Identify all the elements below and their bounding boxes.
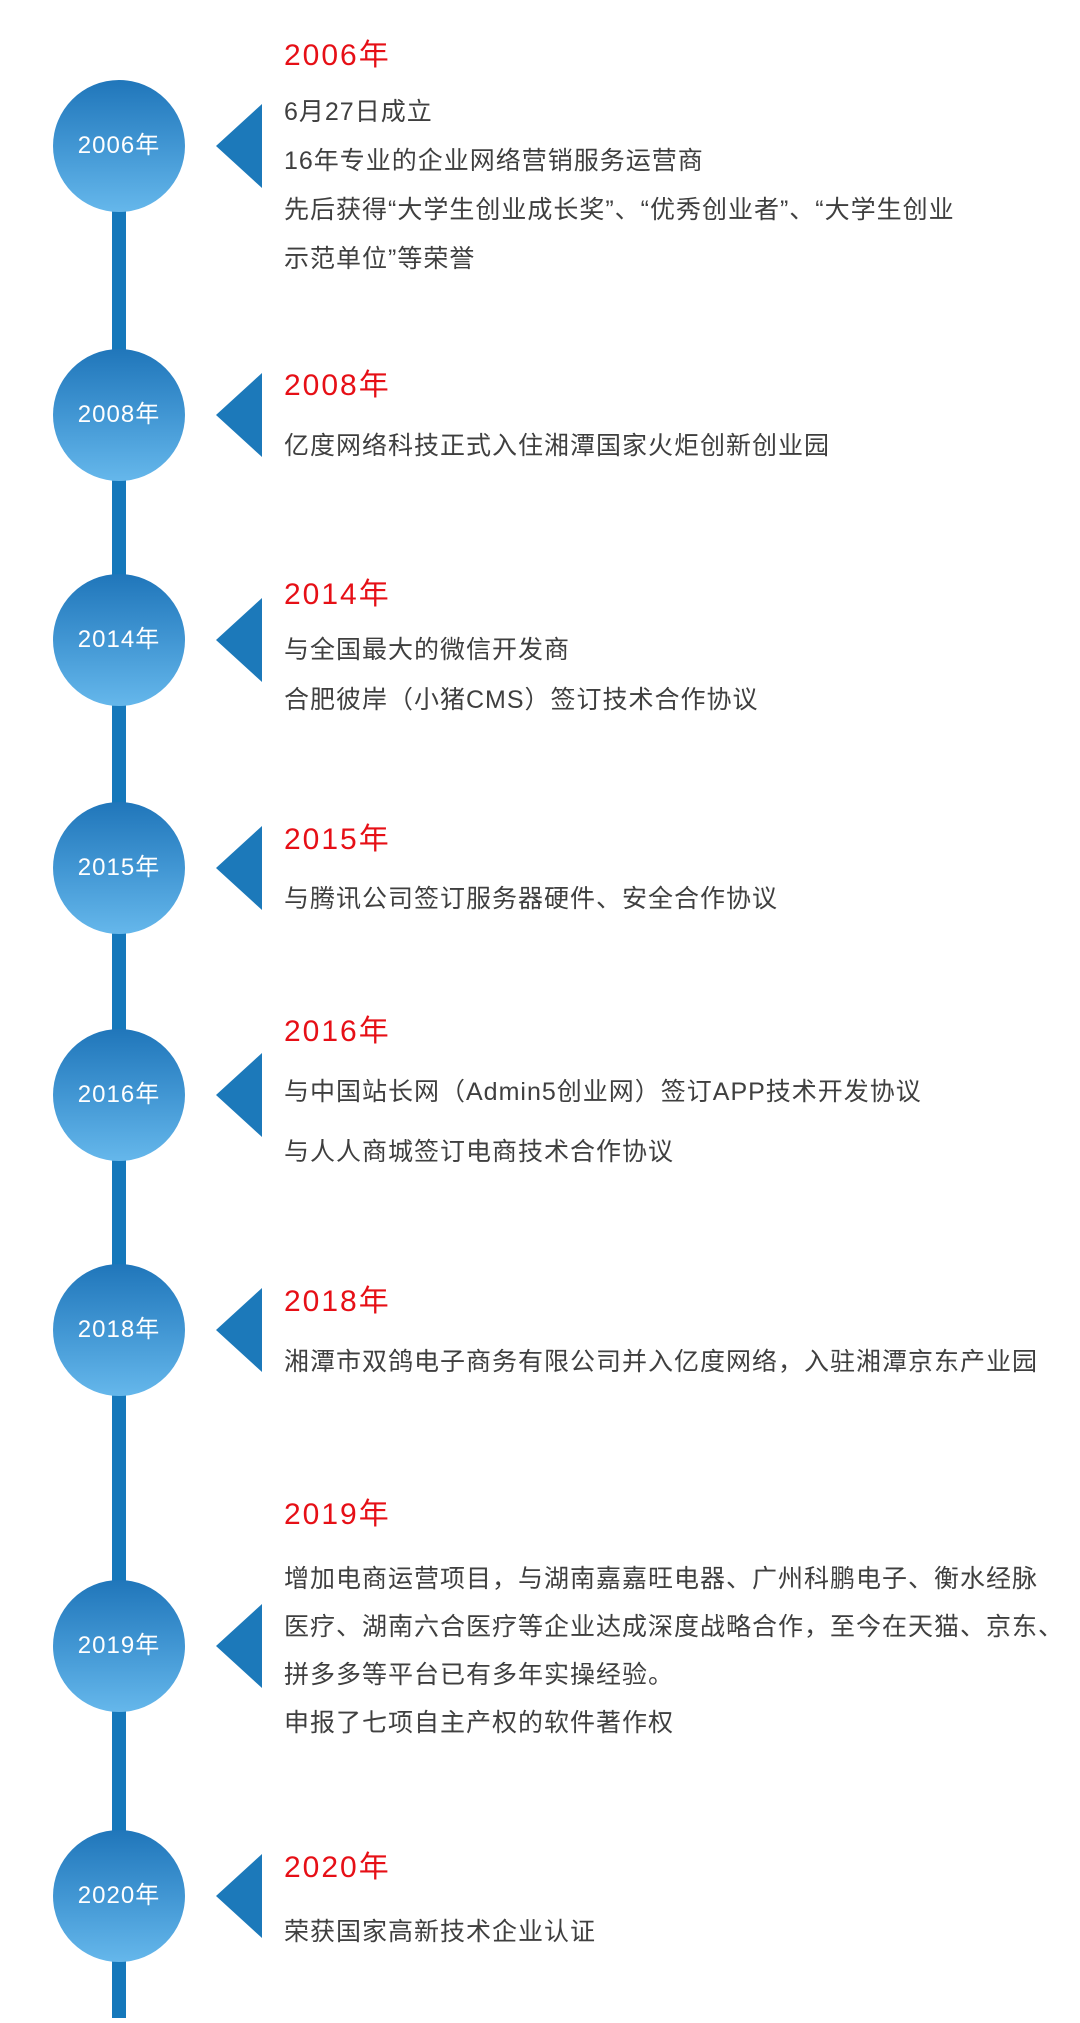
event-description-line: 亿度网络科技正式入住湘潭国家火炬创新创业园 (284, 432, 831, 460)
year-circle-label: 2008年 (77, 401, 161, 428)
event-description: 增加电商运营项目，与湖南嘉嘉旺电器、广州科鹏电子、衡水经脉医疗、湖南六合医疗等企… (284, 1555, 1064, 1747)
event-description-line: 与全国最大的微信开发商 (284, 636, 571, 664)
event-year-heading: 2014年 (284, 578, 391, 611)
year-circle: 2020年 (53, 1830, 185, 1962)
event-description: 湘潭市双鸽电子商务有限公司并入亿度网络，入驻湘潭京东产业园 (284, 1338, 1038, 1387)
event-year-heading: 2016年 (284, 1015, 391, 1048)
year-circle: 2006年 (53, 80, 185, 212)
year-circle-label: 2016年 (77, 1081, 161, 1108)
event-description-line: 医疗、湖南六合医疗等企业达成深度战略合作，至今在天猫、京东、 (284, 1613, 1065, 1641)
year-circle: 2015年 (53, 802, 185, 934)
event-description: 亿度网络科技正式入住湘潭国家火炬创新创业园 (284, 422, 830, 471)
year-circle-label: 2015年 (77, 854, 161, 881)
event-description-line: 与中国站长网（Admin5创业网）签订APP技术开发协议 (284, 1078, 922, 1106)
event-description-line: 合肥彼岸（小猪CMS）签订技术合作协议 (284, 686, 759, 714)
event-year-heading: 2020年 (284, 1851, 391, 1884)
event-description-line: 湘潭市双鸽电子商务有限公司并入亿度网络，入驻湘潭京东产业园 (284, 1348, 1039, 1376)
event-description-line: 申报了七项自主产权的软件著作权 (284, 1709, 675, 1737)
event-description-line: 16年专业的企业网络营销服务运营商 (284, 147, 704, 175)
event-description-line: 6月27日成立 (284, 98, 433, 126)
event-description-line: 拼多多等平台已有多年实操经验。 (284, 1661, 675, 1689)
arrow-left-icon (216, 1604, 262, 1688)
arrow-left-icon (216, 826, 262, 910)
event-year-heading: 2008年 (284, 369, 391, 402)
event-description: 与全国最大的微信开发商合肥彼岸（小猪CMS）签订技术合作协议 (284, 625, 759, 725)
event-description: 荣获国家高新技术企业认证 (284, 1908, 596, 1957)
arrow-left-icon (216, 1053, 262, 1137)
event-description: 与腾讯公司签订服务器硬件、安全合作协议 (284, 875, 778, 924)
event-year-heading: 2019年 (284, 1498, 391, 1531)
year-circle: 2019年 (53, 1580, 185, 1712)
event-description-line: 与人人商城签订电商技术合作协议 (284, 1138, 675, 1166)
year-circle-label: 2006年 (77, 132, 161, 159)
year-circle-label: 2018年 (77, 1316, 161, 1343)
year-circle-label: 2020年 (77, 1882, 161, 1909)
year-circle: 2018年 (53, 1264, 185, 1396)
event-description: 与中国站长网（Admin5创业网）签订APP技术开发协议与人人商城签订电商技术合… (284, 1062, 922, 1182)
year-circle: 2016年 (53, 1029, 185, 1161)
event-description-line: 增加电商运营项目，与湖南嘉嘉旺电器、广州科鹏电子、衡水经脉 (284, 1565, 1039, 1593)
year-circle: 2014年 (53, 574, 185, 706)
event-description-line: 荣获国家高新技术企业认证 (284, 1918, 597, 1946)
year-circle: 2008年 (53, 349, 185, 481)
event-description: 6月27日成立 16年专业的企业网络营销服务运营商先后获得“大学生创业成长奖”、“… (284, 88, 955, 284)
event-description-line: 与腾讯公司签订服务器硬件、安全合作协议 (284, 885, 779, 913)
event-year-heading: 2006年 (284, 39, 391, 72)
event-description-line: 示范单位”等荣誉 (284, 245, 476, 273)
arrow-left-icon (216, 104, 262, 188)
arrow-left-icon (216, 1288, 262, 1372)
arrow-left-icon (216, 598, 262, 682)
arrow-left-icon (216, 373, 262, 457)
year-circle-label: 2014年 (77, 626, 161, 653)
year-circle-label: 2019年 (77, 1632, 161, 1659)
event-year-heading: 2015年 (284, 823, 391, 856)
event-description-line: 先后获得“大学生创业成长奖”、“优秀创业者”、“大学生创业 (284, 196, 955, 224)
event-year-heading: 2018年 (284, 1285, 391, 1318)
arrow-left-icon (216, 1854, 262, 1938)
